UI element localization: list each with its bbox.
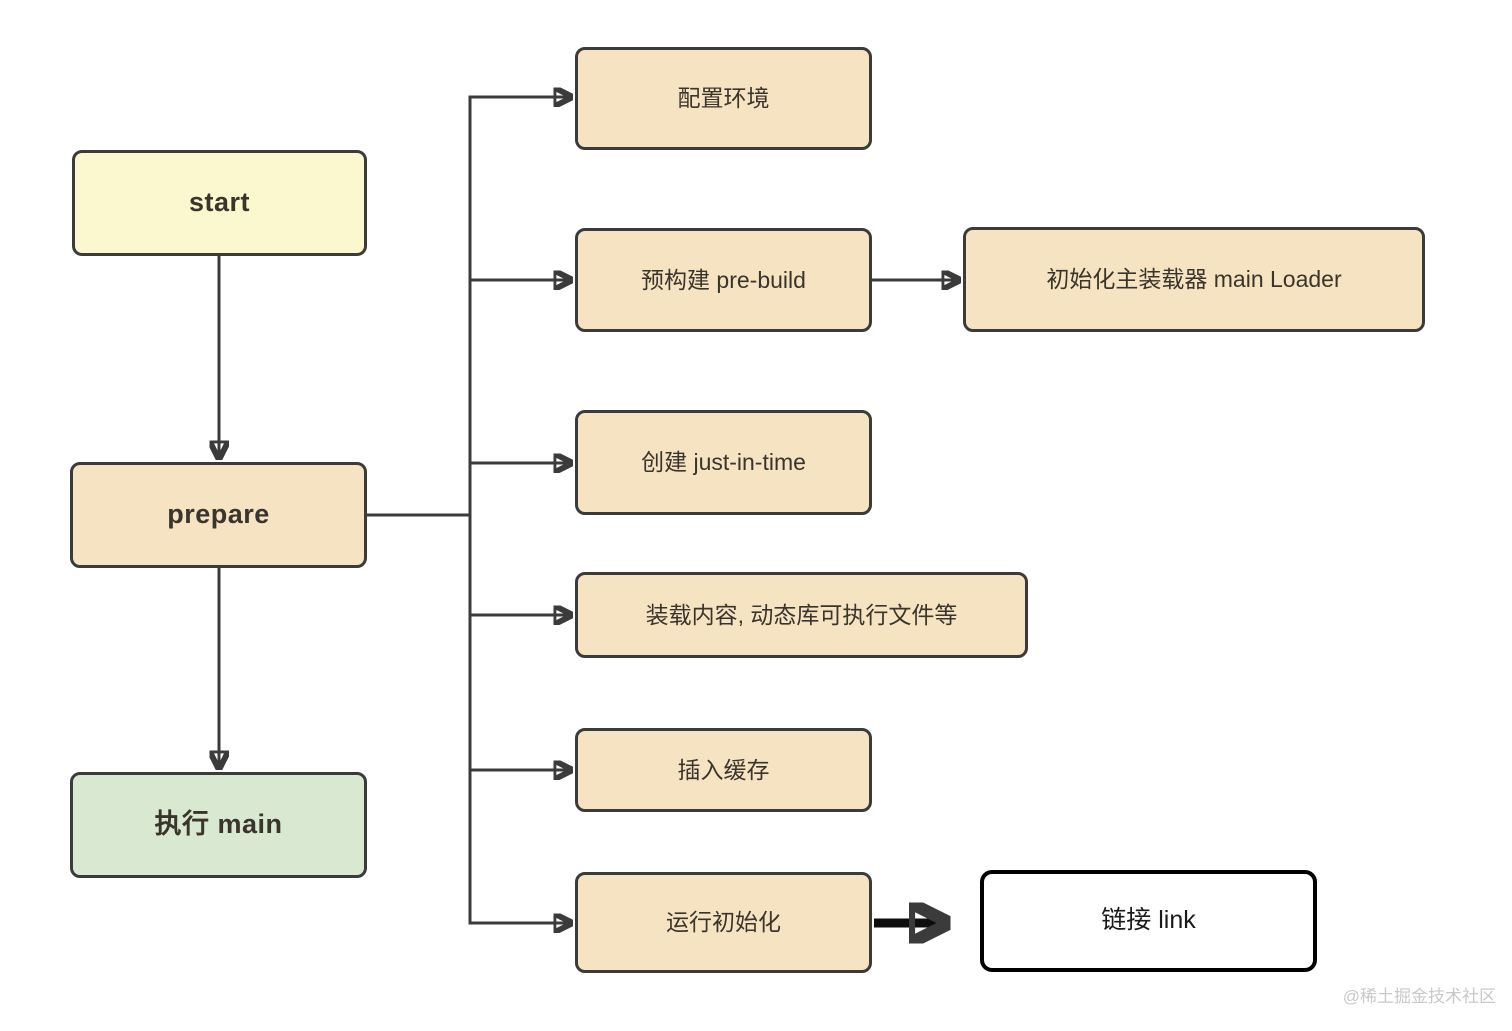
node-load-content: 装载内容, 动态库可执行文件等 <box>575 572 1028 658</box>
node-main-loader-label: 初始化主装载器 main Loader <box>1046 266 1342 293</box>
node-link: 链接 link <box>980 870 1317 972</box>
node-prebuild-label: 预构建 pre-build <box>641 266 806 293</box>
node-link-label: 链接 link <box>1101 906 1196 935</box>
node-config-env: 配置环境 <box>575 47 872 150</box>
node-prepare-label: prepare <box>167 499 270 530</box>
node-prebuild: 预构建 pre-build <box>575 228 872 332</box>
node-start: start <box>72 150 367 256</box>
node-exec-main-label: 执行 main <box>154 809 283 840</box>
node-run-init-label: 运行初始化 <box>666 909 781 936</box>
node-just-in-time-label: 创建 just-in-time <box>641 449 806 476</box>
node-main-loader: 初始化主装载器 main Loader <box>963 227 1425 332</box>
watermark: @稀土掘金技术社区 <box>1342 987 1496 1006</box>
node-insert-cache-label: 插入缓存 <box>677 756 770 783</box>
node-exec-main: 执行 main <box>70 772 367 878</box>
node-insert-cache: 插入缓存 <box>575 728 872 812</box>
node-just-in-time: 创建 just-in-time <box>575 410 872 515</box>
node-run-init: 运行初始化 <box>575 872 872 973</box>
node-load-content-label: 装载内容, 动态库可执行文件等 <box>645 601 958 628</box>
node-config-env-label: 配置环境 <box>677 85 770 112</box>
node-start-label: start <box>188 187 251 218</box>
node-prepare: prepare <box>70 462 367 568</box>
